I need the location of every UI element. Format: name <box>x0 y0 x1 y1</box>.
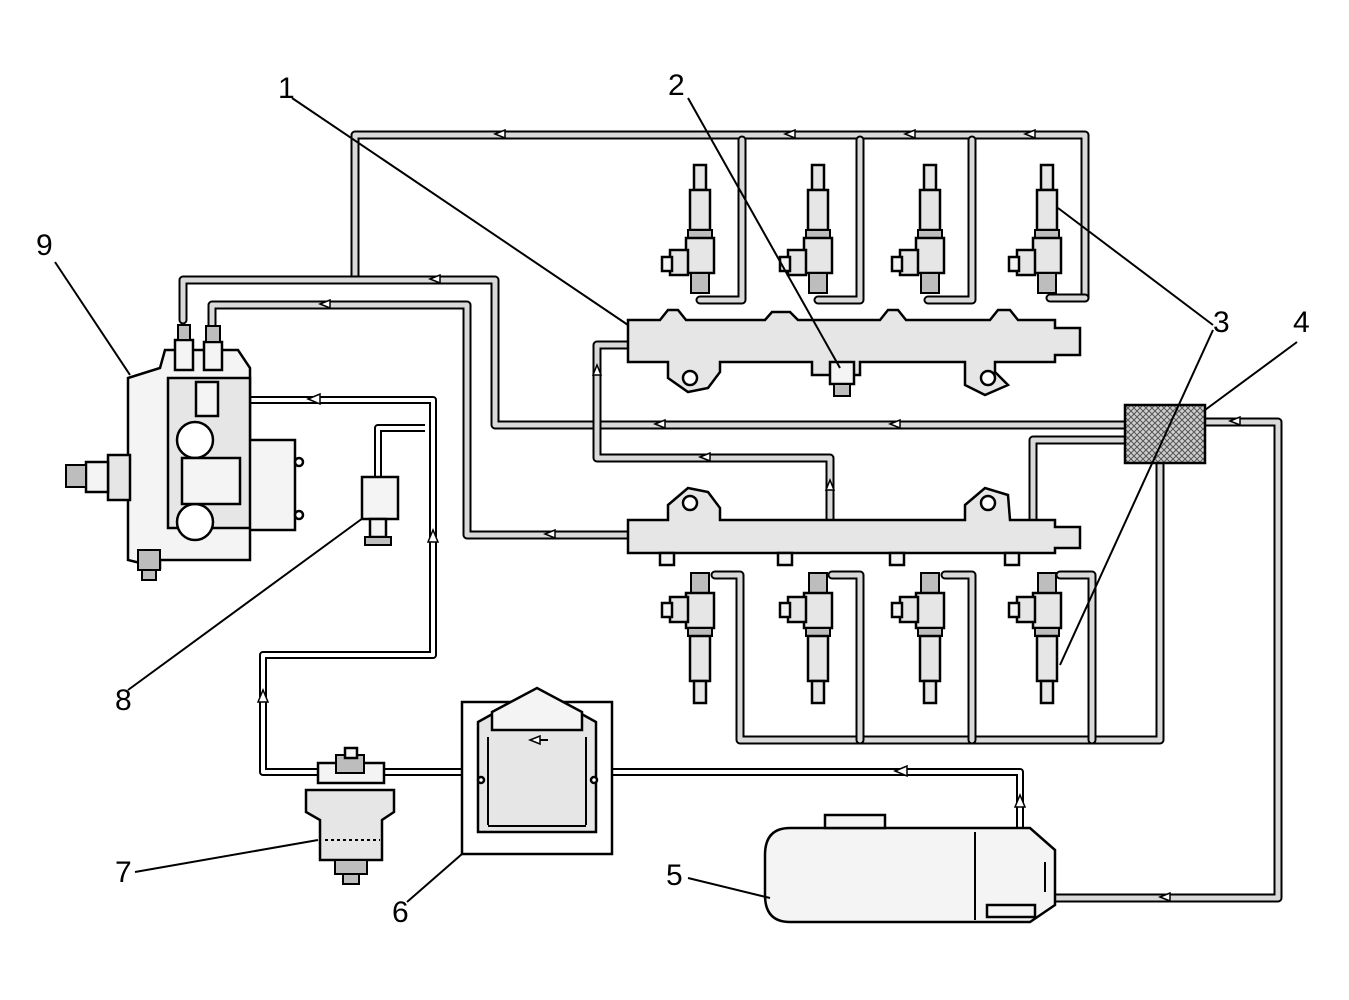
high-pressure-pump <box>65 324 305 581</box>
callout-8: 8 <box>115 684 132 717</box>
callout-7: 7 <box>115 856 132 889</box>
flow-arrow <box>591 362 603 376</box>
callout-labels: 1 2 3 4 5 6 7 8 9 <box>36 69 1310 929</box>
callout-9: 9 <box>36 229 53 262</box>
flow-arrow <box>1022 128 1036 140</box>
callout-1: 1 <box>278 72 295 105</box>
fuel-rail-upper <box>626 308 1082 397</box>
supply-lines <box>217 396 1024 905</box>
callout-2: 2 <box>668 69 685 102</box>
callout-6: 6 <box>392 896 409 929</box>
flow-arrow <box>256 688 270 703</box>
injector <box>778 163 834 294</box>
flow-arrow <box>426 528 440 543</box>
flow-arrow <box>902 128 916 140</box>
flow-arrow <box>1157 891 1171 903</box>
injectors-upper <box>660 163 1063 294</box>
flow-arrow <box>542 528 556 540</box>
injector <box>660 163 716 294</box>
fuel-lines <box>178 130 1283 903</box>
flow-arrow <box>306 392 321 406</box>
flow-arrow <box>1013 793 1027 808</box>
fuel-sensor <box>360 475 400 546</box>
flow-arrow <box>893 764 908 778</box>
callout-4: 4 <box>1293 306 1310 339</box>
flow-arrow <box>782 128 796 140</box>
flow-arrow <box>697 451 711 463</box>
callout-3: 3 <box>1213 306 1230 339</box>
injector <box>1007 163 1063 294</box>
leader-lines <box>54 97 1298 903</box>
injector <box>778 572 834 705</box>
injector <box>660 572 716 705</box>
flow-arrow <box>1227 415 1241 427</box>
pressure-sensor <box>828 360 856 397</box>
injector <box>890 163 946 294</box>
fuel-filter <box>304 746 396 885</box>
fuel-tank <box>763 813 1057 924</box>
flow-arrow <box>824 477 836 491</box>
injector <box>1007 572 1063 705</box>
flow-arrow <box>652 418 666 430</box>
injectors-lower <box>660 572 1063 705</box>
flow-arrow <box>317 298 331 310</box>
engine-control-module <box>460 686 614 856</box>
flow-arrow <box>887 418 901 430</box>
injector <box>890 572 946 705</box>
flow-arrow <box>492 128 506 140</box>
flow-arrow <box>427 273 441 285</box>
fuel-rail-lower <box>626 486 1082 567</box>
flow-arrows <box>256 128 1241 903</box>
callout-5: 5 <box>666 859 683 892</box>
